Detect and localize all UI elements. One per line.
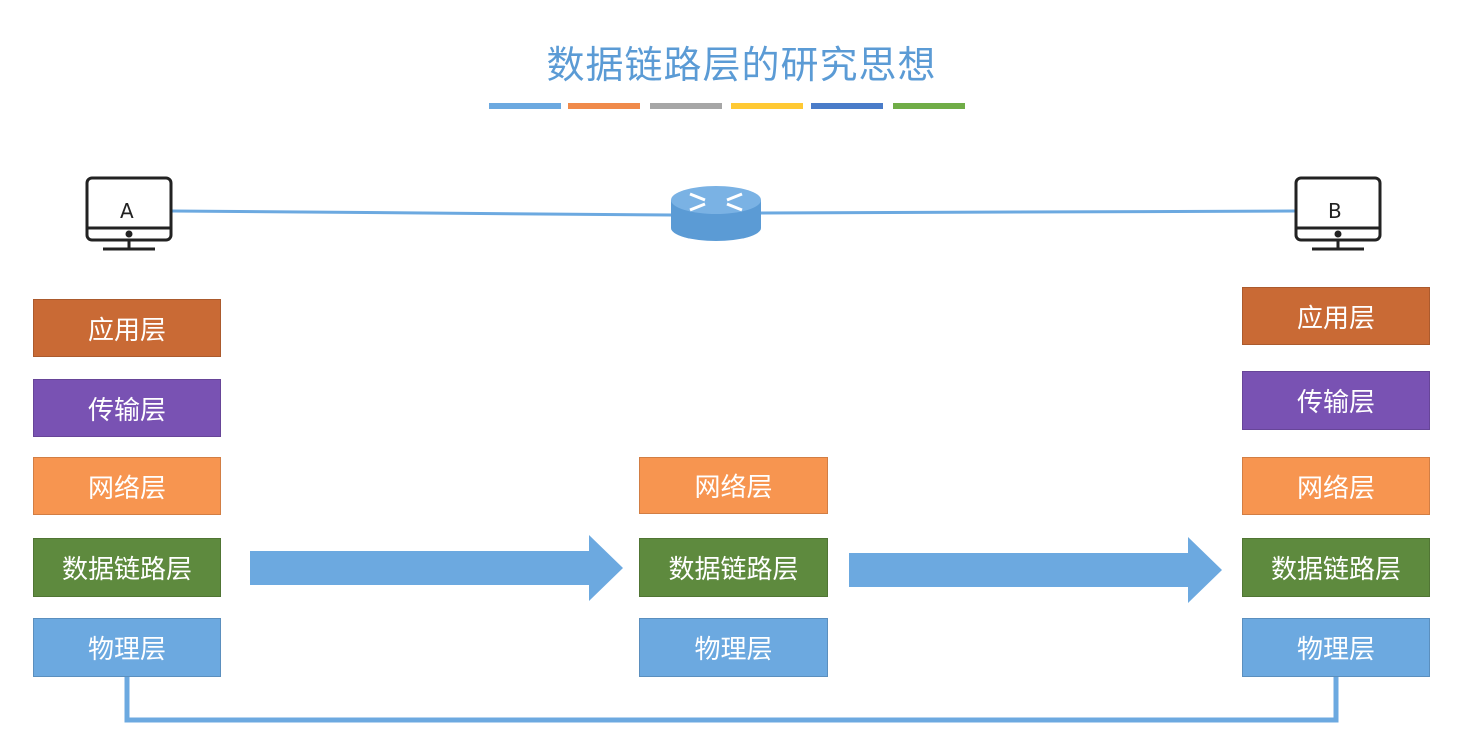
host-a-network-layer: 网络层 <box>33 457 221 515</box>
host-b-application-layer: 应用层 <box>1242 287 1430 345</box>
host-b-transport-layer: 传输层 <box>1242 371 1430 430</box>
network-link <box>759 209 1296 215</box>
host-b-physical-layer: 物理层 <box>1242 618 1430 677</box>
network-link <box>171 209 673 217</box>
computer-a-icon <box>85 176 173 251</box>
color-bar <box>731 103 803 109</box>
physical-link <box>124 677 1339 723</box>
router-datalink-layer: 数据链路层 <box>639 538 828 597</box>
color-bar <box>811 103 883 109</box>
slide-title: 数据链路层的研究思想 <box>546 43 937 87</box>
host-a-application-layer: 应用层 <box>33 299 221 357</box>
host-b-label: B <box>1328 199 1342 223</box>
host-a-label: A <box>120 199 134 223</box>
host-b-datalink-layer: 数据链路层 <box>1242 538 1430 597</box>
host-a-datalink-layer: 数据链路层 <box>33 538 221 597</box>
host-a-physical-layer: 物理层 <box>33 618 221 677</box>
host-a-transport-layer: 传输层 <box>33 379 221 437</box>
color-bar <box>489 103 561 109</box>
router-physical-layer: 物理层 <box>639 618 828 677</box>
router-network-layer: 网络层 <box>639 457 828 514</box>
color-bar <box>650 103 722 109</box>
router-icon <box>671 186 761 241</box>
arrow-a-to-router <box>250 535 623 601</box>
computer-b-icon <box>1294 176 1382 251</box>
arrow-router-to-b <box>849 537 1222 603</box>
color-bar <box>568 103 640 109</box>
color-bar <box>893 103 965 109</box>
host-b-network-layer: 网络层 <box>1242 457 1430 515</box>
